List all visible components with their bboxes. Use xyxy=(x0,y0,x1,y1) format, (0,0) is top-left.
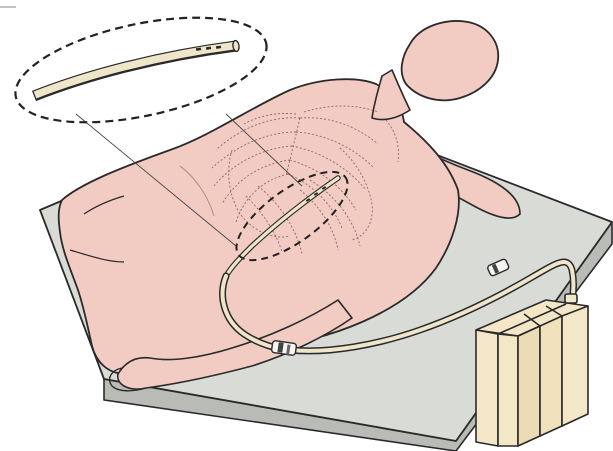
drainage-chamber xyxy=(562,306,588,426)
drainage-chamber xyxy=(476,330,498,446)
drainage-chamber xyxy=(498,334,518,446)
drainage-inlet-cap xyxy=(565,294,577,303)
patient-head xyxy=(402,21,499,100)
tube-connector xyxy=(271,340,296,355)
drainage-chamber xyxy=(518,326,540,446)
drainage-chamber xyxy=(540,316,562,436)
